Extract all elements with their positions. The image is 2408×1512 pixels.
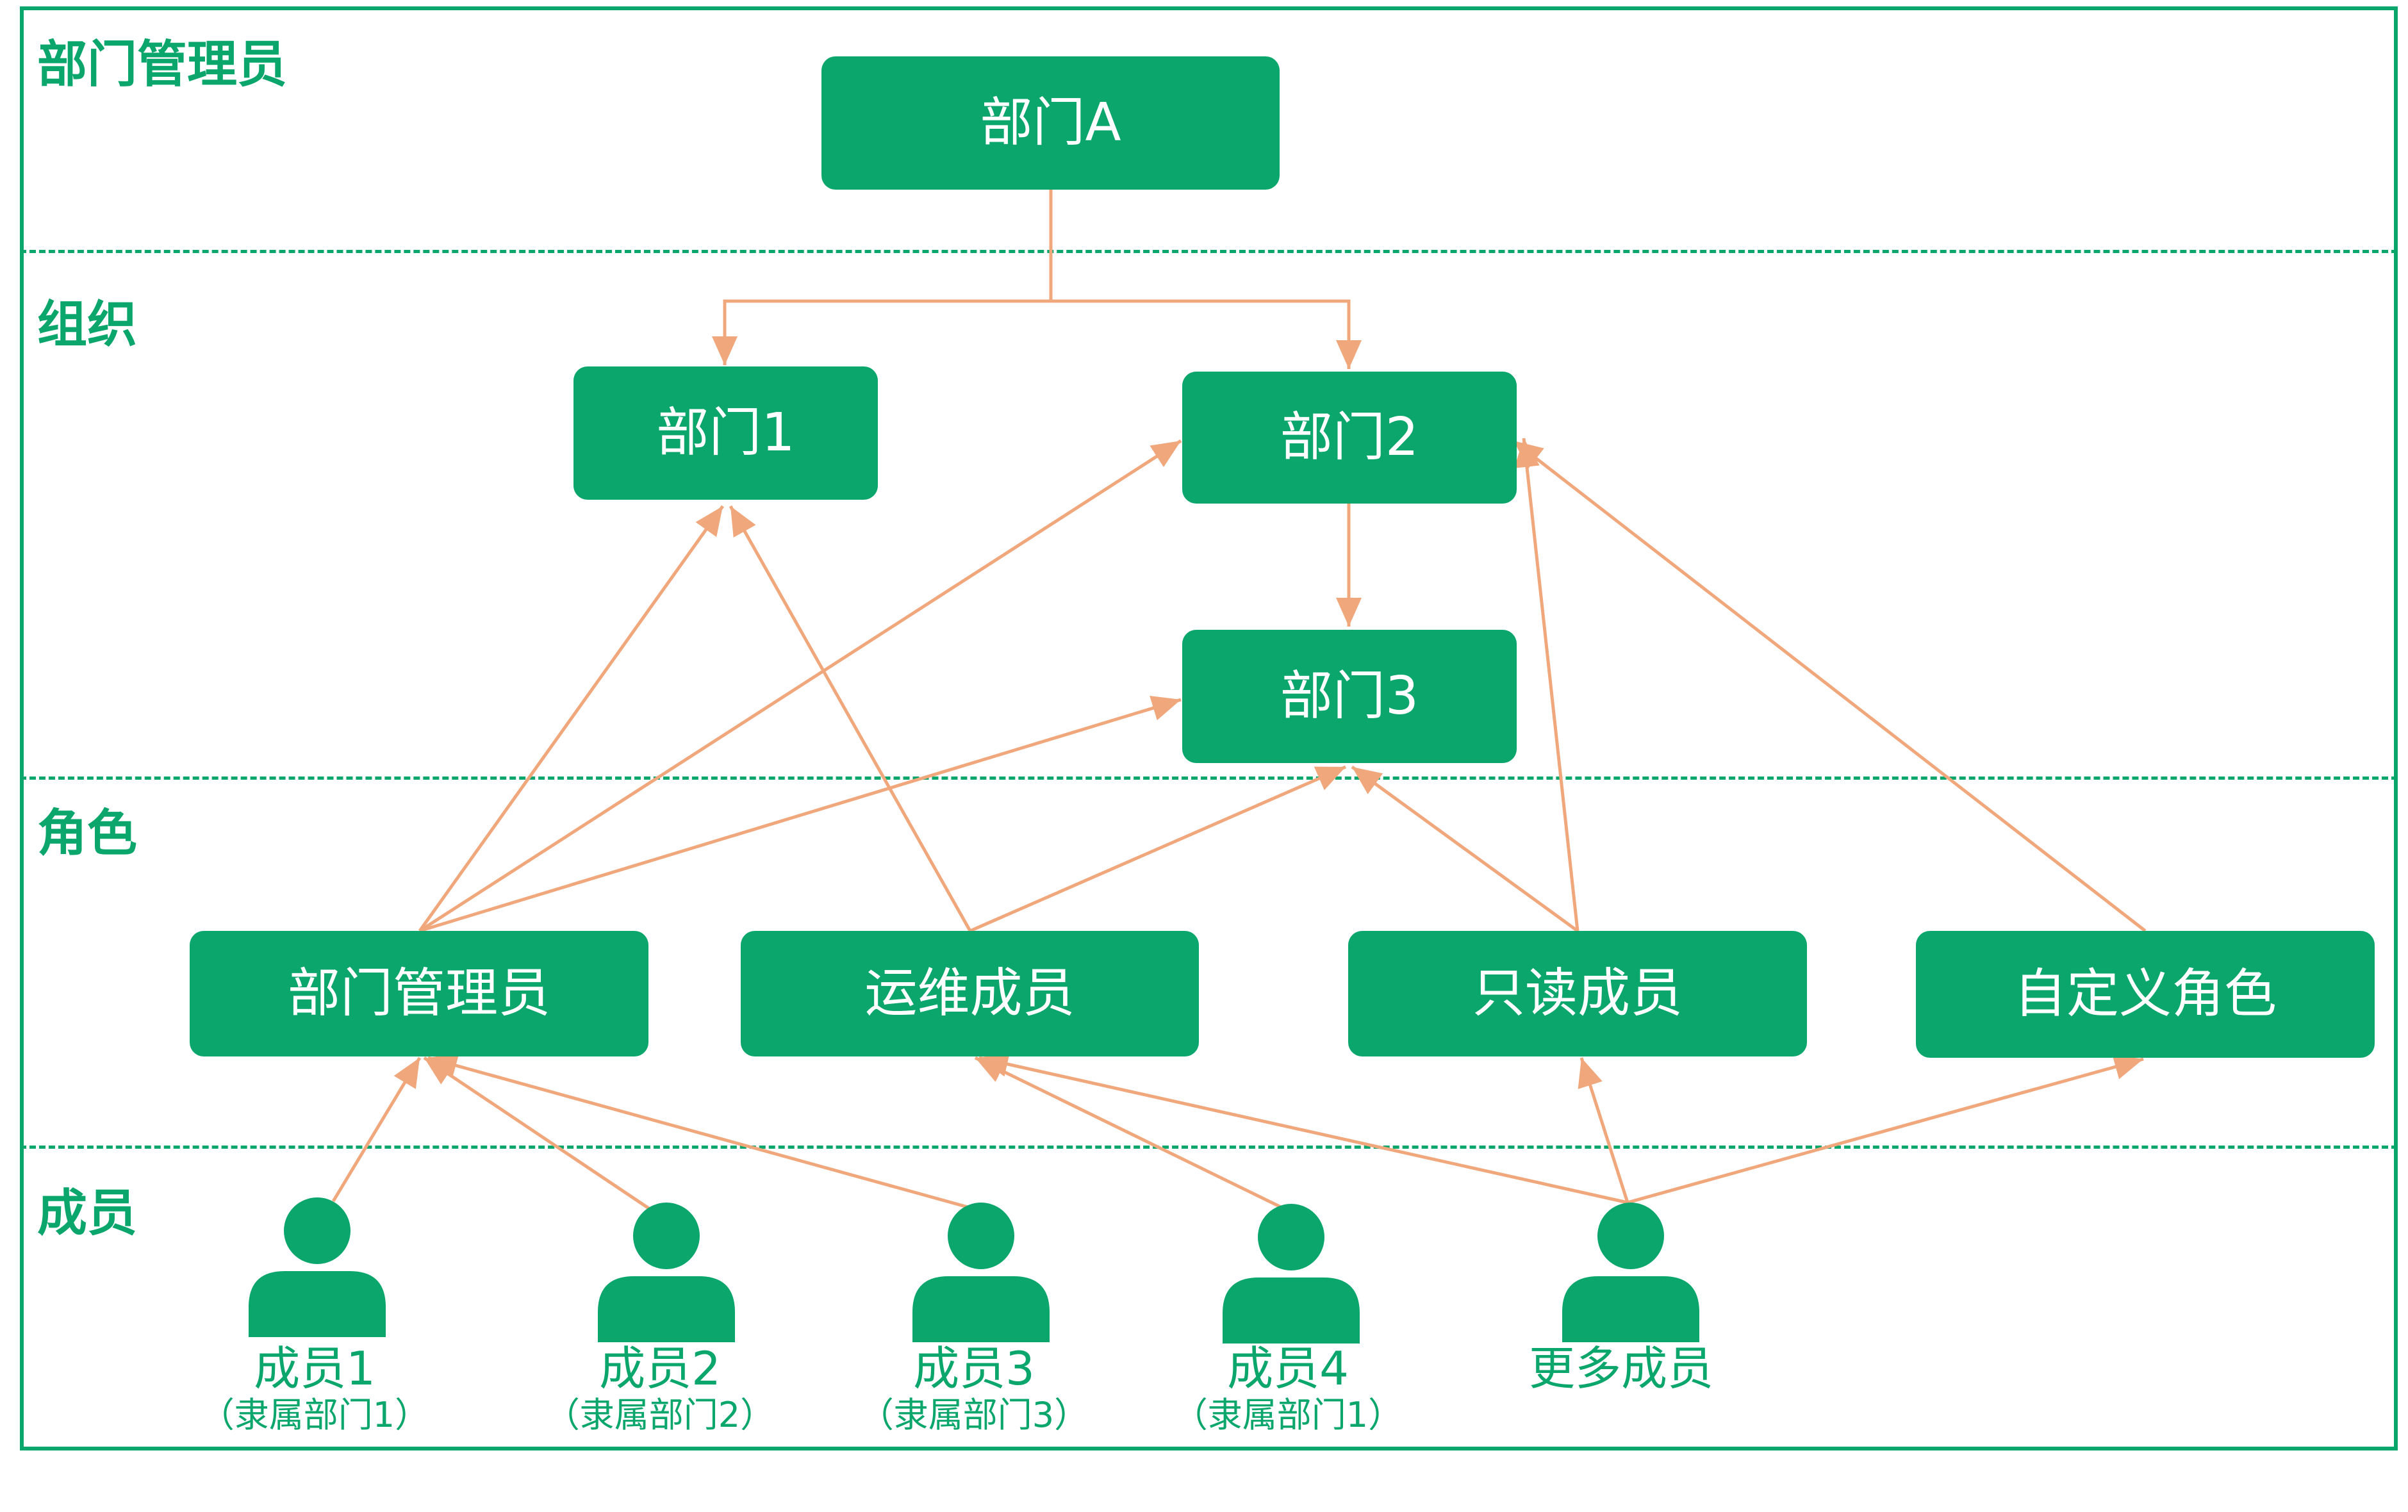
person-icon: [249, 1197, 386, 1337]
member-2-name: 成员2: [599, 1342, 721, 1395]
dept-1-node: 部门1: [573, 366, 878, 500]
link-role-ops-to-dept-1: [729, 505, 972, 932]
person-icon: [912, 1203, 1050, 1342]
link-role-admin-to-dept-1: [418, 505, 725, 932]
dept-2-node: 部门2: [1182, 372, 1517, 504]
link-role-custom-to-dept-2: [1512, 440, 2147, 932]
link-role-ops-to-dept-3: [969, 765, 1347, 933]
member-1-name: 成员1: [254, 1342, 375, 1395]
lane-label-org: 组织: [37, 296, 138, 354]
diagram-frame: [20, 6, 2398, 1450]
member-4-name: 成员4: [1227, 1342, 1349, 1395]
link-dept-a-to-dept-2: [1051, 299, 1362, 369]
link-role-readonly-to-dept-3: [1351, 765, 1579, 933]
member-2-dept: （隶属部门2）: [545, 1395, 775, 1435]
lane-divider-org-role: [20, 777, 2398, 780]
lane-divider-admin-org: [20, 250, 2398, 253]
member-4-dept: （隶属部门1）: [1173, 1395, 1403, 1435]
person-icon: [598, 1203, 735, 1342]
dept-a-node: 部门A: [821, 56, 1280, 190]
link-more-to-role-readonly: [1578, 1057, 1629, 1203]
link-role-admin-to-dept-2: [418, 439, 1182, 933]
member-3-name: 成员3: [913, 1342, 1035, 1395]
dept-3-node: 部门3: [1182, 630, 1517, 763]
lane-label-role: 角色: [37, 805, 138, 862]
role-readonly-node: 只读成员: [1348, 931, 1807, 1056]
link-role-readonly-to-dept-2: [1514, 438, 1579, 932]
lane-label-admin: 部门管理员: [37, 36, 288, 94]
link-member-3-to-role-admin: [427, 1053, 975, 1211]
role-custom-node: 自定义角色: [1916, 931, 2375, 1058]
link-member-1-to-role-admin: [331, 1056, 422, 1203]
link-role-admin-to-dept-3: [419, 695, 1182, 933]
link-member-4-to-role-ops: [974, 1056, 1286, 1211]
more-members-label: 更多成员: [1528, 1342, 1713, 1395]
lane-label-member: 成员: [37, 1185, 138, 1242]
link-dept-a-to-dept-1: [712, 299, 1051, 365]
member-1-dept: （隶属部门1）: [199, 1395, 430, 1435]
role-admin-node: 部门管理员: [190, 931, 648, 1056]
person-icon: [1223, 1204, 1360, 1344]
link-more-to-role-custom: [1627, 1054, 2144, 1204]
link-more-to-role-ops: [978, 1051, 1628, 1204]
role-ops-node: 运维成员: [741, 931, 1199, 1056]
member-3-dept: （隶属部门3）: [859, 1395, 1089, 1435]
person-icon: [1562, 1203, 1699, 1342]
link-member-2-to-role-admin: [423, 1056, 651, 1211]
lane-divider-role-member: [20, 1146, 2398, 1149]
